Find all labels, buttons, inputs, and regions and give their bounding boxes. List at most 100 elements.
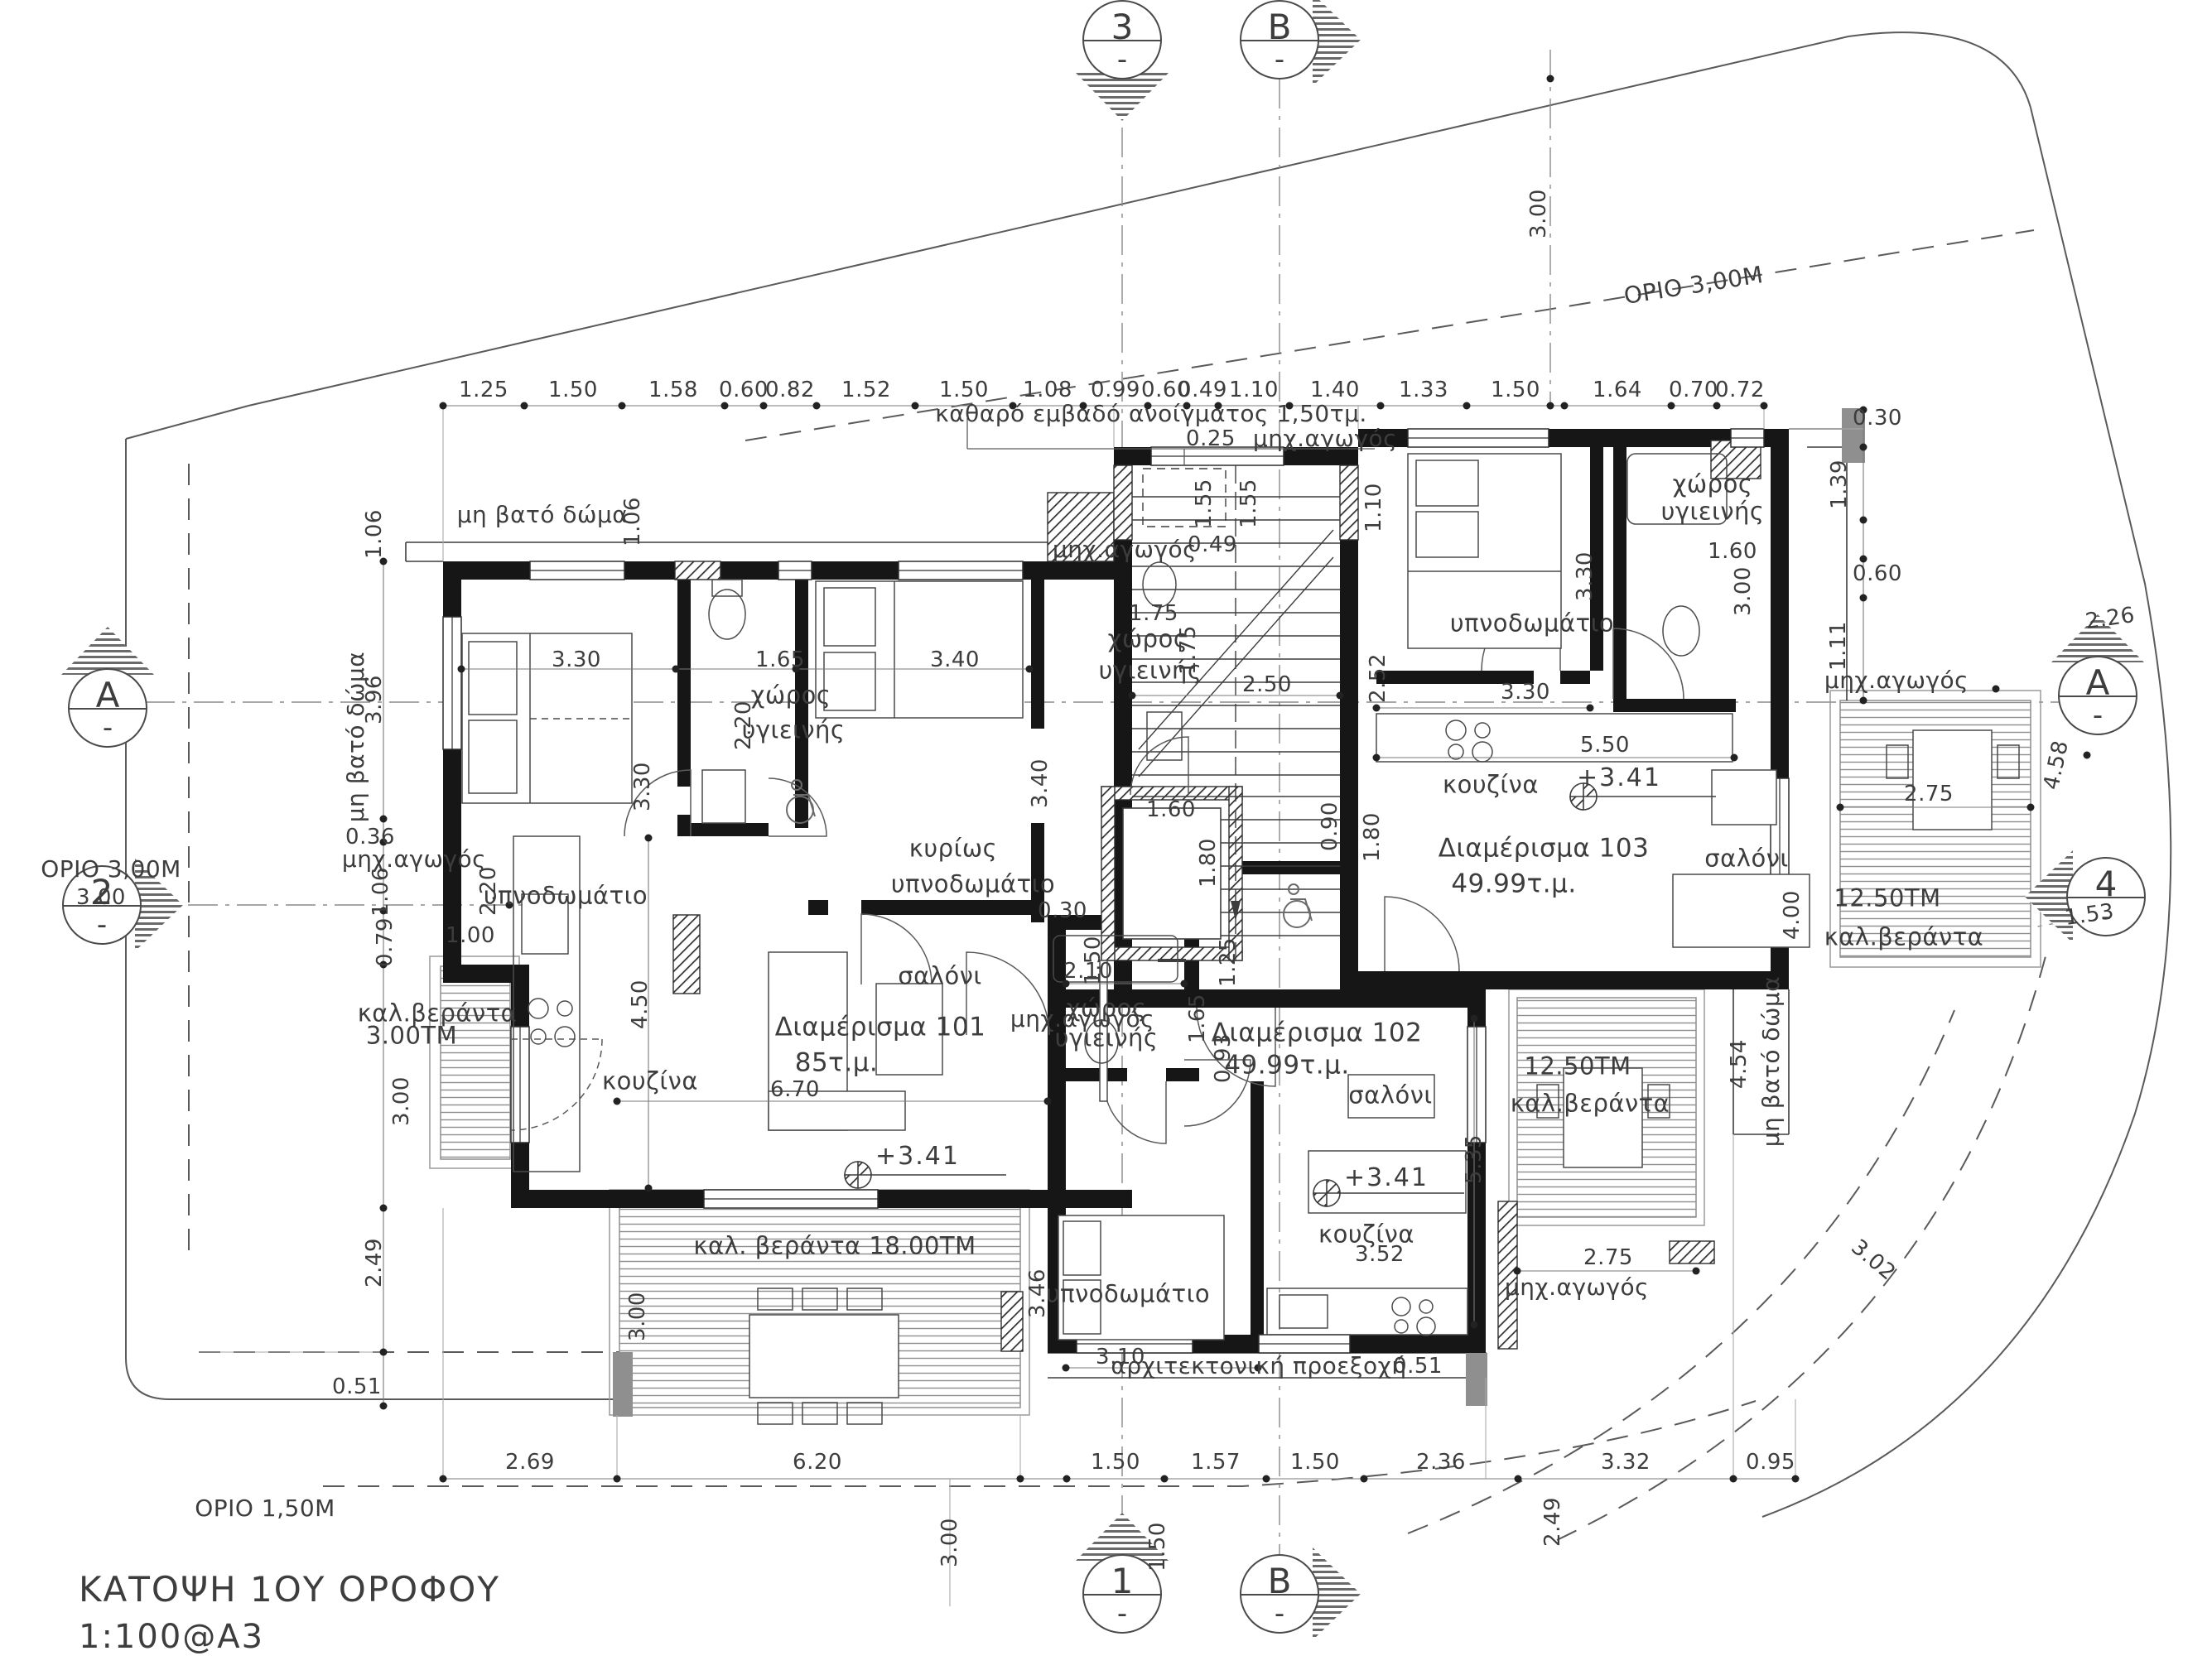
dimension-dots [379,75,2091,1483]
marker-letter: B [1267,1561,1292,1601]
dim-label: 1.08 [1023,378,1072,402]
staircase [1132,465,1340,960]
note-label: μηχ.αγωγός [1824,667,1969,694]
dim-label: 1.80 [1196,838,1221,888]
dim-label: 1.53 [2063,898,2116,931]
dim-label: 1.75 [1129,601,1178,626]
room-label: υπνοδωμάτιο [1449,609,1615,638]
dim-label: 1.06 [620,497,645,546]
dim-label: 1.40 [1310,378,1360,402]
dim-label: 0.30 [1853,406,1902,431]
windows [442,428,1790,1354]
apt-label: Διαμέρισμα 102 [1211,1018,1423,1048]
dim-label: 1.50 [548,378,598,402]
marker-dash: - [1274,43,1285,76]
dim-label: 3.00 [76,885,126,910]
marker-dash: - [2092,699,2104,732]
dim-label: 0.82 [765,378,815,402]
note-label: μη βατό δώμα [1757,975,1785,1148]
note-label: μηχ.αγωγός [1252,425,1398,452]
dim-label: 3.30 [1501,680,1550,705]
dim-label: 1.06 [369,867,393,917]
dim-label: 1.39 [1827,460,1852,509]
dim-label: 1.25 [1216,937,1241,987]
dim-label: 3.30 [552,647,601,672]
dim-label: 4.54 [1727,1039,1752,1089]
dim-label: 1.33 [1399,378,1448,402]
room-label: σαλόνι [1348,1081,1433,1109]
room-label: υπνοδωμάτιο [483,881,648,910]
dim-label: 1.50 [1491,378,1540,402]
dim-label: 3.00 [625,1292,650,1341]
note-label: ΟΡΙΟ 3,00Μ [41,855,181,883]
section-marker: B- [1240,1547,1361,1640]
level-label: +3.41 [1344,1163,1429,1192]
dim-label: 1.50 [1091,1450,1140,1475]
room-label: υπνοδωμάτιο [890,869,1056,898]
dim-label: 2.10 [1063,959,1113,984]
dim-label: 1.50 [1145,1522,1170,1572]
marker-letter: 1 [1111,1561,1134,1601]
dim-label: 0.60 [1853,561,1902,586]
dim-label: 2.26 [2084,602,2137,635]
dim-label: 2.69 [505,1450,555,1475]
dim-label: 3.10 [1096,1345,1145,1369]
note-leader [966,418,1375,465]
marker-dash: - [102,711,113,744]
dim-label: 3.32 [1601,1450,1651,1475]
dim-label: 3.00 [1731,566,1756,616]
marker-dash: - [2100,900,2112,933]
dim-label: 0.49 [1188,532,1237,557]
dim-label: 3.00 [1526,189,1551,238]
dimension-lines [199,405,2031,1606]
hatched-piers [672,440,1761,1352]
dim-label: 0.51 [332,1374,382,1399]
dim-label: 0.51 [1393,1354,1443,1379]
dim-label: 1.60 [1708,539,1757,564]
dim-label: 3.00 [937,1518,962,1567]
dim-label: 4.00 [1780,890,1805,940]
section-marker: A- [61,627,154,748]
note-label: μηχ.αγωγός [1052,536,1198,563]
section-marker: A- [2051,614,2144,735]
room-label: σαλόνι [1704,844,1789,873]
dim-label: 1.25 [459,378,508,402]
drawing-scale: 1:100@A3 [79,1618,265,1656]
note-label: καθαρό εμβαδό ανοίγματος 1,50τμ. [935,400,1367,427]
dim-label: 1.58 [648,378,698,402]
grid-marker: 3- [1076,0,1169,121]
room-label: καλ.βεράντα [1824,922,1984,951]
dim-label: 0.36 [345,825,395,850]
section-marker: B- [1240,0,1361,86]
room-label: υγιεινής [1054,1023,1159,1052]
dim-label: 1.10 [1229,378,1279,402]
dim-label: 1.55 [1236,479,1261,528]
room-label: χώρος [1672,469,1753,498]
dim-label: 1.60 [1146,797,1196,822]
dim-label: 2.20 [476,866,501,916]
dim-label: 0.60 [1141,378,1191,402]
room-label: υγιεινής [741,715,846,744]
apt-label: Διαμέρισμα 103 [1438,833,1650,864]
dim-label: 5.50 [1580,733,1630,758]
room-label: χώρος [1066,994,1147,1023]
room-label: καλ.βεράντα [357,999,518,1028]
marker-dash: - [1116,1597,1128,1630]
dim-label: 1.65 [755,647,805,672]
dim-label: 3.00 [389,1076,414,1126]
marker-dash: - [1274,1597,1285,1630]
furniture [461,453,2020,1425]
note-label: μηχ.αγωγός [1504,1273,1650,1301]
title-block: ΚΑΤΟΨΗ 1ΟΥ ΟΡΟΦΟΥ 1:100@A3 [79,1569,500,1656]
dim-label: 2.36 [1416,1450,1466,1475]
room-label: υπνοδωμάτιο [1045,1279,1211,1308]
room-label: χώρος [750,681,831,710]
level-label: +3.41 [875,1142,960,1171]
note-label: μη βατό δώμα [456,501,629,528]
note-label: μηχ.αγωγός [341,845,487,873]
dim-label: 0.70 [1669,378,1718,402]
room-label: κουζίνα [1318,1220,1415,1249]
plot-boundary [125,31,2172,1518]
